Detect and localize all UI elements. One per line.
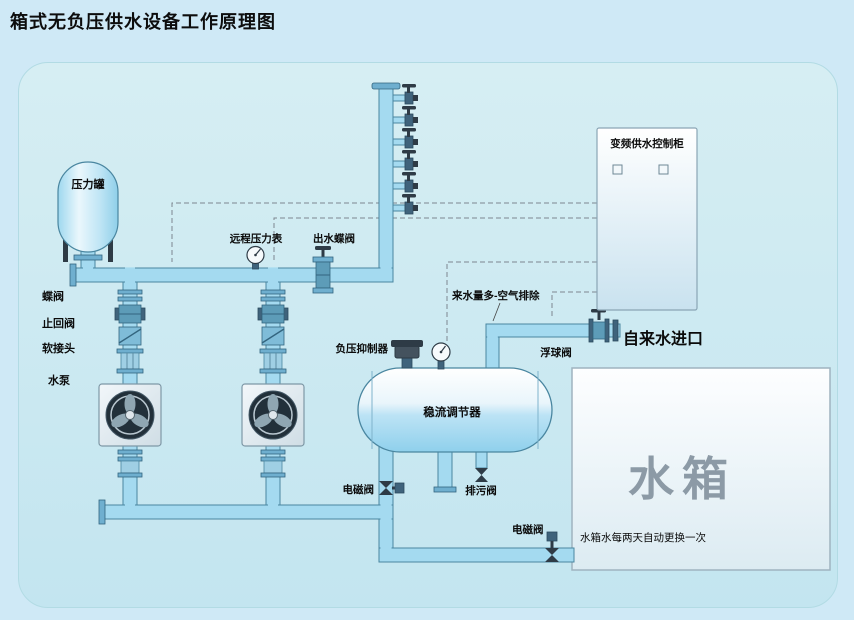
- riser-faucets: [392, 84, 418, 215]
- water-tank: [571, 367, 831, 571]
- cabinet-indicator: [612, 164, 623, 175]
- faucet-icon: [392, 194, 418, 215]
- tap-water-inlet-pipe: [485, 323, 621, 338]
- header-end-flange: [69, 263, 77, 287]
- control-cabinet-label: 变频供水控制柜: [610, 137, 684, 150]
- control-cabinet: [596, 127, 698, 311]
- faucet-icon: [392, 106, 418, 127]
- tank-refresh-pipe: [378, 547, 575, 563]
- pump-unit-2: [241, 289, 305, 478]
- remote-pressure-gauge-icon: [246, 245, 265, 270]
- faucet-icon: [392, 172, 418, 193]
- air-discharge-label: 来水量多-空气排除: [451, 289, 540, 302]
- float-valve-icon: [588, 309, 619, 343]
- water-pump-label: 水泵: [48, 373, 70, 387]
- float-valve-label: 浮球阀: [540, 346, 572, 359]
- outlet-butterfly-valve-label: 出水蝶阀: [313, 232, 355, 245]
- faucet-icon: [392, 84, 418, 105]
- flow-regulator-tank: [357, 367, 553, 453]
- flow-regulator-label: 稳流调节器: [423, 405, 481, 419]
- riser-top-cap: [371, 82, 401, 90]
- water-tank-label: 水箱: [628, 453, 736, 505]
- suction-header-pipe: [103, 504, 394, 520]
- page-title: 箱式无负压供水设备工作原理图: [10, 12, 276, 32]
- remote-pressure-gauge-label: 远程压力表: [230, 232, 283, 245]
- solenoid-valve-right-icon: [545, 531, 559, 562]
- pump-unit-1: [98, 289, 162, 478]
- faucet-icon: [392, 150, 418, 171]
- cabinet-indicator: [658, 164, 669, 175]
- pressure-tank-label: 压力罐: [72, 177, 105, 191]
- flexible-joint-icon: [120, 352, 140, 370]
- regulator-pressure-gauge-icon: [431, 342, 451, 370]
- negative-pressure-suppressor-label: 负压抑制器: [336, 342, 389, 355]
- leader-line: [492, 302, 501, 322]
- tap-water-inlet-label: 自来水进口: [623, 329, 703, 348]
- solenoid-valve-right-label: 电磁阀: [512, 523, 544, 536]
- pressure-tank: [57, 161, 119, 262]
- check-valve-label: 止回阀: [42, 316, 75, 330]
- regulator-outlet-pipe: [378, 439, 394, 563]
- flexible-joint-icon: [263, 352, 283, 370]
- discharge-header-pipe: [73, 267, 394, 283]
- drain-valve-icon: [475, 468, 488, 482]
- diagram-labels: 压力罐 蝶阀 止回阀 软接头 水泵 远程压力表 出水蝶阀 来水量多-空气排除 负…: [42, 137, 736, 544]
- faucet-icon: [392, 128, 418, 149]
- inlet-end-flange: [612, 319, 619, 342]
- riser-pipe: [378, 87, 394, 283]
- outlet-butterfly-valve-icon: [312, 246, 334, 294]
- butterfly-valve-label: 蝶阀: [42, 289, 64, 303]
- solenoid-valve-left-label: 电磁阀: [343, 483, 375, 496]
- flexible-joint-label: 软接头: [42, 341, 75, 355]
- drain-valve-label: 排污阀: [465, 484, 497, 497]
- suction-end-flange: [98, 499, 106, 525]
- water-tank-note: 水箱水每两天自动更换一次: [580, 531, 706, 544]
- solenoid-valve-left-icon: [379, 481, 405, 495]
- drain-stub-cap: [433, 486, 457, 493]
- negative-pressure-suppressor-icon: [391, 340, 423, 369]
- control-wiring-dashed-lines: [171, 202, 597, 342]
